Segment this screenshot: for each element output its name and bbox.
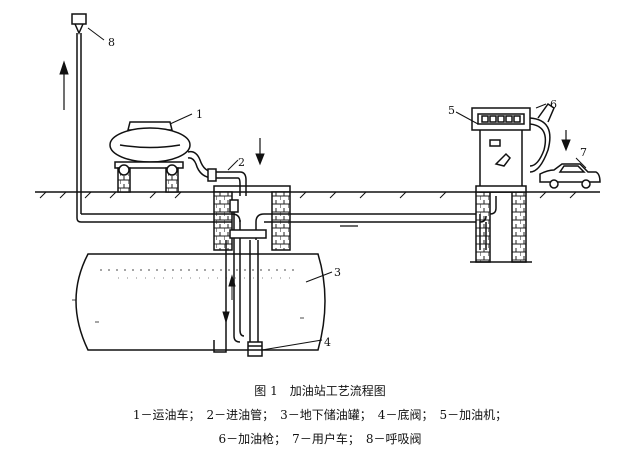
label-7: 7 (580, 146, 587, 159)
label-3: 3 (334, 266, 341, 279)
label-5: 5 (448, 104, 455, 117)
breather-valve (71, 13, 87, 223)
legend-line-2: 6－加油枪； 7－用户车； 8－呼吸阀 (218, 432, 422, 446)
fuel-nozzle (529, 102, 555, 173)
tanker-truck (109, 121, 191, 193)
customer-car (539, 163, 601, 189)
dispenser-foundation (470, 191, 532, 263)
car-arrow-down (561, 130, 571, 152)
label-4: 4 (324, 336, 331, 349)
process-diagram: 8 1 2 3 4 5 6 7 (35, 13, 601, 357)
underground-pipe (81, 213, 490, 240)
label-8: 8 (108, 36, 115, 49)
label-2: 2 (238, 156, 245, 169)
fuel-dispenser (471, 107, 531, 193)
legend-line-1: 1－运油车； 2－进油管； 3－地下储油罐； 4－底阀； 5－加油机； (132, 408, 508, 422)
manhole-chamber (213, 185, 291, 251)
storage-tank (72, 253, 326, 351)
label-1: 1 (196, 108, 203, 121)
label-6: 6 (550, 98, 557, 111)
figure-caption: 图 1 加油站工艺流程图 (254, 384, 386, 398)
tank-flow-arrows (222, 274, 236, 324)
tank-pipes (213, 199, 267, 357)
leader-lines (87, 27, 587, 351)
inlet-hose (187, 150, 247, 196)
flow-arrow-down (255, 138, 265, 166)
flow-arrow-up (59, 60, 69, 110)
